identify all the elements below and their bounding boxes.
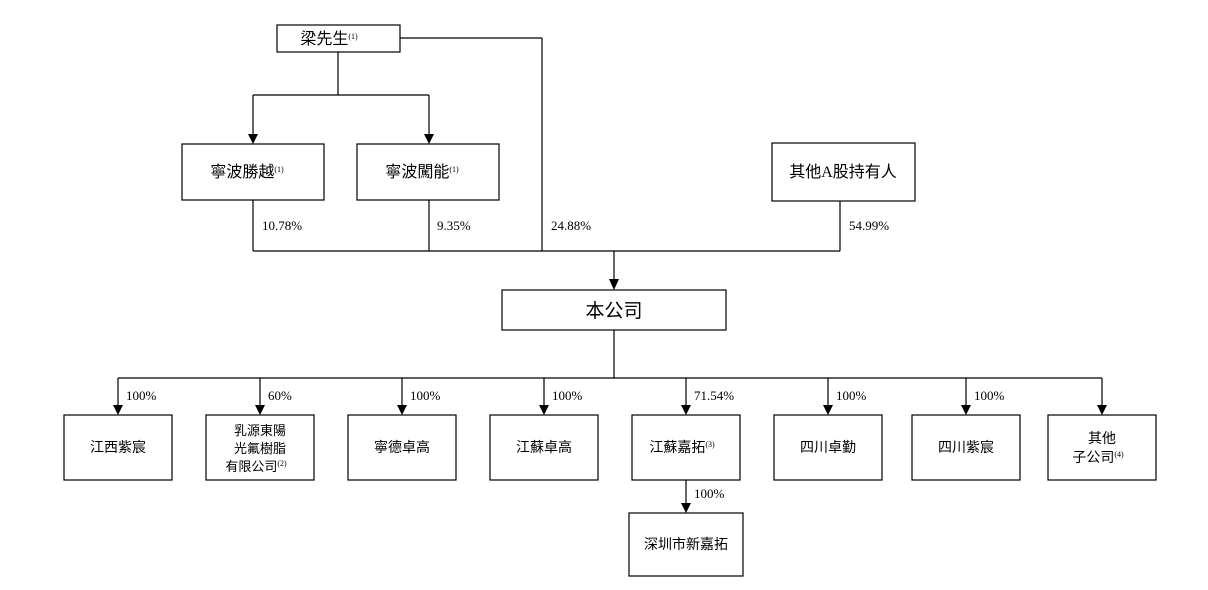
pct-jiangsu-zhuogao: 100% xyxy=(552,388,583,403)
node-label: 江蘇嘉拓 xyxy=(649,440,705,456)
node-label-line-2: 光氟樹脂 xyxy=(234,441,286,456)
node-ningbo-chuangneng: 寧波闖能(1) xyxy=(356,143,500,201)
shareholding-labels: 10.78% 9.35% 24.88% 54.99% xyxy=(262,218,889,233)
node-label: 四川紫宸 xyxy=(938,439,994,456)
node-label-line-2: 子公司 xyxy=(1072,450,1114,466)
node-shenzhen-xinjiatuo: 深圳市新嘉拓 xyxy=(628,512,744,577)
pct-sichuan-zhuoqin: 100% xyxy=(836,388,867,403)
pct-mr-liang: 24.88% xyxy=(551,218,591,233)
node-sichuan-zhuoqin: 四川卓勤 xyxy=(773,414,883,481)
footnote-marker: (4) xyxy=(1114,450,1124,459)
svg-text:梁先生(1): 梁先生(1) xyxy=(300,30,358,48)
node-jiangxi-zichen: 江西紫宸 xyxy=(63,414,173,481)
pct-shenzhen-xinjiatuo: 100% xyxy=(694,486,725,501)
node-ruyuan: 乳源東陽 光氟樹脂 有限公司(2) xyxy=(205,414,315,481)
pct-jiangsu-jiatuo: 71.54% xyxy=(694,388,734,403)
subsidiary-pct-labels: 100% 60% 100% 100% 71.54% 100% 100% 100% xyxy=(126,388,1005,501)
node-label: 寧德卓高 xyxy=(374,439,430,456)
svg-text:江蘇嘉拓(3): 江蘇嘉拓(3) xyxy=(649,440,715,456)
node-label: 梁先生 xyxy=(300,30,348,48)
node-label: 江西紫宸 xyxy=(90,439,146,456)
node-label: 寧波闖能 xyxy=(385,163,449,181)
footnote-marker: (3) xyxy=(705,440,715,449)
pct-other-a-holders: 54.99% xyxy=(849,218,889,233)
pct-ningde-zhuogao: 100% xyxy=(410,388,441,403)
node-label: 其他A股持有人 xyxy=(789,163,897,181)
node-other-a-holders: 其他A股持有人 xyxy=(771,142,916,202)
footnote-marker: (1) xyxy=(348,32,358,41)
node-label: 深圳市新嘉拓 xyxy=(644,536,728,553)
footnote-marker: (2) xyxy=(277,459,287,468)
node-label-line-1: 乳源東陽 xyxy=(234,423,286,438)
pct-ningbo-chuangneng: 9.35% xyxy=(437,218,471,233)
node-ningde-zhuogao: 寧德卓高 xyxy=(347,414,457,481)
node-jiangsu-jiatuo: 江蘇嘉拓(3) xyxy=(631,414,741,481)
pct-ruyuan: 60% xyxy=(268,388,292,403)
svg-text:子公司(4): 子公司(4) xyxy=(1072,450,1124,466)
svg-text:有限公司(2): 有限公司(2) xyxy=(225,459,287,474)
node-sichuan-zichen: 四川紫宸 xyxy=(911,414,1021,481)
pct-ningbo-shengyue: 10.78% xyxy=(262,218,302,233)
node-label: 寧波勝越 xyxy=(210,163,274,181)
node-other-subsidiaries: 其他 子公司(4) xyxy=(1047,414,1157,481)
pct-jiangxi-zichen: 100% xyxy=(126,388,157,403)
svg-text:寧波勝越(1): 寧波勝越(1) xyxy=(210,163,284,181)
footnote-marker: (1) xyxy=(274,165,284,174)
footnote-marker: (1) xyxy=(449,165,459,174)
connectors xyxy=(117,37,1103,503)
node-label-line-1: 其他 xyxy=(1088,431,1116,447)
svg-text:寧波闖能(1): 寧波闖能(1) xyxy=(385,163,459,181)
arrowheads xyxy=(113,134,1107,513)
node-label: 本公司 xyxy=(585,300,642,322)
node-label-line-3: 有限公司 xyxy=(225,459,277,474)
node-ningbo-shengyue: 寧波勝越(1) xyxy=(181,143,325,201)
node-mr-liang: 梁先生(1) xyxy=(276,24,401,53)
node-label: 江蘇卓高 xyxy=(516,439,572,456)
pct-sichuan-zichen: 100% xyxy=(974,388,1005,403)
node-label: 四川卓勤 xyxy=(800,440,856,456)
node-jiangsu-zhuogao: 江蘇卓高 xyxy=(489,414,599,481)
node-company: 本公司 xyxy=(501,289,727,331)
